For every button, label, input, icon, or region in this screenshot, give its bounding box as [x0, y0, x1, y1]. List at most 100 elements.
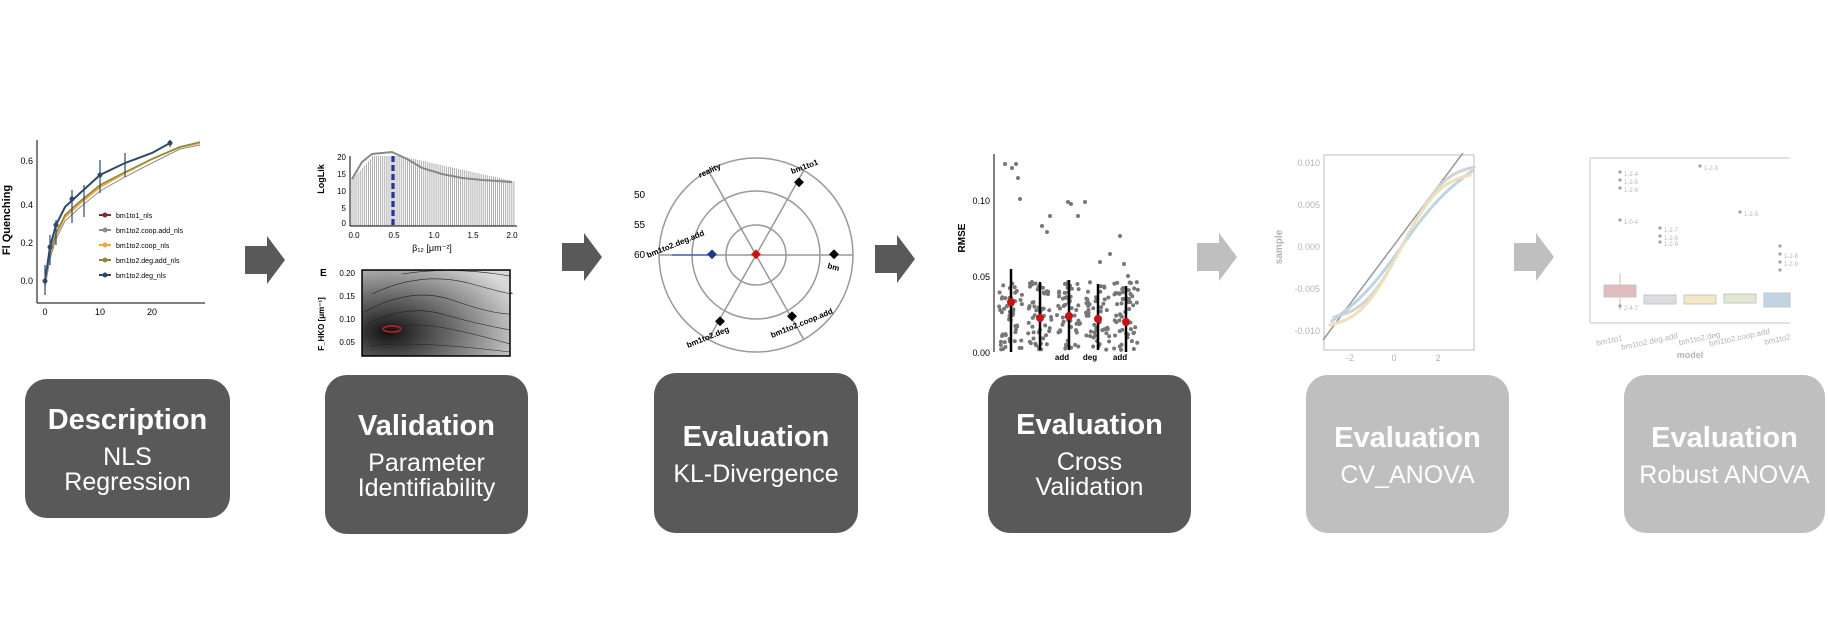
qq-point: [1421, 208, 1425, 212]
cv-point: [1063, 302, 1068, 307]
cv-point: [1117, 318, 1122, 323]
kl-point-reality: [751, 249, 761, 260]
box-deg: [1683, 294, 1717, 305]
cv-point: [1085, 289, 1090, 294]
cv-point: [1002, 306, 1007, 311]
cv-xtick: add: [1113, 353, 1127, 362]
cv-point: [1030, 300, 1035, 305]
cv-point: [1041, 336, 1046, 341]
stage-subtitle: Identifiability: [357, 473, 496, 502]
loglik-xtick: 0.0: [348, 231, 360, 240]
box-xtick: bm1to2.deg.add: [1620, 331, 1678, 352]
qq-point: [1400, 243, 1404, 248]
cv-outlier: [1045, 230, 1049, 234]
stage-card-validation: Validation Parameter Identifiability: [325, 375, 528, 534]
stage-title: Evaluation: [682, 420, 830, 453]
nls-legend: bm1to1_nlsbm1to2.coop.add_nlsbm1to2.coop…: [99, 212, 183, 280]
legend-label: bm1to2.deg.add_nls: [116, 258, 180, 265]
legend-marker: [102, 242, 108, 248]
kl-label-reality: reality: [697, 161, 723, 179]
cv-point: [1026, 306, 1031, 311]
cv-point: [1040, 285, 1045, 290]
robust-anova-box-chart: 1-2-41-2-51-2-61-0-42-4-71-2-31-2-71-2-8…: [1589, 157, 1799, 360]
qq-point: [1375, 288, 1379, 292]
box-deg-add: [1643, 294, 1677, 305]
cv-outlier: [1003, 162, 1007, 166]
cv-point: [1069, 306, 1074, 311]
cv-ytick: 0.10: [972, 196, 990, 206]
nls-chart: Fl Quenching 0.6 0.4 0.2 0.0 0 10 20 bm1…: [1, 140, 205, 317]
cv-point: [1119, 347, 1124, 352]
cv-point: [1040, 306, 1045, 311]
legend-label: bm1to2.coop_nls: [116, 243, 170, 250]
cv-point: [1073, 342, 1078, 347]
qq-point: [1391, 261, 1395, 265]
cv-point: [1084, 313, 1089, 318]
cv-point: [1026, 320, 1031, 325]
stage-subtitle: Cross: [1056, 448, 1123, 476]
arrow-icon: [1197, 233, 1237, 281]
nls-curve-deg: [44, 142, 171, 282]
qq-point: [1399, 246, 1403, 251]
box-outlier: [1698, 164, 1702, 168]
stage-subtitle: KL-Divergence: [673, 459, 839, 488]
cv-point: [1074, 330, 1079, 335]
arrow-shape: [562, 233, 602, 281]
cv-point: [1120, 287, 1125, 292]
cv-point: [1026, 331, 1031, 336]
qq-point: [1372, 292, 1376, 296]
box-outlier-label: 1-2-3: [1704, 166, 1719, 172]
cv-point: [1120, 327, 1125, 332]
cv-point: [1057, 294, 1062, 299]
box-outlier: [1778, 252, 1782, 256]
contour-plot: [361, 269, 511, 357]
cv-outlier: [1018, 197, 1022, 201]
nls-ytick: 0.2: [20, 238, 33, 248]
cv-outlier: [1118, 234, 1122, 238]
legend-label: bm1to1_nls: [116, 213, 153, 220]
box-outlier: [1618, 170, 1622, 174]
stage-card-cv-anova: Evaluation CV_ANOVA: [1306, 375, 1509, 533]
cv-point: [1033, 281, 1038, 286]
cv-point: [1028, 341, 1033, 346]
arrow-shape: [1197, 233, 1237, 281]
cv-point: [1019, 338, 1024, 343]
cv-point: [1030, 315, 1035, 320]
stage-card-description: Description NLS Regression: [25, 379, 230, 518]
cv-point: [1047, 329, 1052, 334]
cv-point: [1107, 334, 1112, 339]
arrow-shape: [1514, 233, 1554, 281]
nls-xtick: 10: [95, 307, 105, 317]
box-outlier: [1738, 210, 1742, 214]
cv-point: [1062, 290, 1067, 295]
qq-ytick: 0.000: [1297, 242, 1320, 252]
cv-point: [1003, 332, 1008, 337]
cv-point: [1031, 336, 1036, 341]
cv-point: [1076, 287, 1081, 292]
cv-point: [1044, 342, 1049, 347]
cv-point: [1093, 299, 1098, 304]
cv-point: [1127, 306, 1132, 311]
cv-ytick: 0.00: [972, 348, 990, 358]
loglik-xtick: 1.0: [428, 231, 440, 240]
cv-point: [1134, 300, 1139, 305]
cv-point: [999, 347, 1004, 352]
qq-point: [1402, 241, 1406, 245]
box-outlier: [1618, 178, 1622, 182]
qq-ytick: -0.005: [1294, 284, 1320, 294]
qq-point: [1411, 223, 1415, 228]
kl-radar-chart: 50 55 60 reality bm1to1 bm bm1to2.coop.a…: [634, 157, 854, 353]
cv-point: [1093, 333, 1098, 338]
cv-point: [1002, 340, 1007, 345]
cv-point: [1018, 297, 1023, 302]
cv-point: [997, 290, 1002, 295]
box-outlier: [1658, 234, 1662, 238]
cv-point: [1104, 331, 1109, 336]
qq-point: [1468, 173, 1472, 177]
nls-curve-coop-add: [44, 144, 201, 288]
cv-point: [1104, 347, 1109, 352]
arrow-icon: [1514, 233, 1554, 281]
cv-point: [1000, 295, 1005, 300]
cv-point: [1027, 284, 1032, 289]
cv-point: [1049, 314, 1054, 319]
